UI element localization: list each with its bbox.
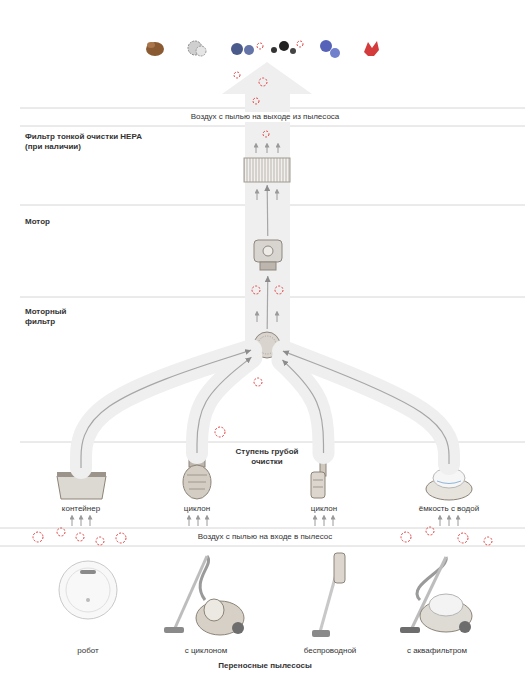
- flow-arrows: [72, 145, 458, 526]
- dust-icons: [146, 40, 379, 58]
- airflow-arrow: [282, 360, 323, 453]
- part-label: робот: [46, 646, 130, 656]
- stage-heading: Ступень грубой очистки: [232, 447, 302, 466]
- component-box: Фильтр тонкой очистки HEPA (при наличии): [243, 157, 291, 183]
- air-channel: [283, 351, 449, 464]
- hepa-filter: [244, 158, 290, 182]
- part-label: с аквафильтром: [392, 646, 482, 656]
- section-heading: Моторный фильтр: [25, 307, 85, 326]
- stage-box: контейнер: [55, 470, 107, 501]
- stage-box: циклон: [307, 455, 340, 501]
- airflow-arrow: [267, 276, 269, 329]
- band-label: Воздух с пылью на входе в пылесос: [195, 532, 336, 542]
- part-label: циклон: [162, 504, 232, 514]
- part-label: с циклоном: [161, 646, 251, 656]
- part-label: беспроводной: [285, 646, 375, 656]
- air-channel: [81, 350, 251, 468]
- air-channel: [222, 62, 312, 347]
- vacuum-box: с аквафильтром: [398, 552, 476, 638]
- air-channel: [197, 357, 251, 453]
- airflow-arrow: [283, 351, 449, 464]
- airflow-arrow: [197, 357, 251, 453]
- vacuum-box: робот: [58, 560, 118, 620]
- cyclone-vacuum: [164, 556, 244, 635]
- vacuum-box: беспроводной: [310, 550, 348, 640]
- stage-box: ёмкость с водой: [424, 466, 474, 501]
- vacuum-box: с циклоном: [163, 553, 249, 639]
- stage-box: циклон: [181, 455, 213, 501]
- caption: Переносные пылесосы: [218, 661, 311, 671]
- component-box: Моторный фильтр: [253, 331, 281, 359]
- dust-particles: [33, 41, 492, 545]
- part-label: циклон: [289, 504, 359, 514]
- part-label: ёмкость с водой: [407, 504, 491, 514]
- part-label: контейнер: [39, 504, 123, 514]
- section-heading: Мотор: [25, 217, 105, 227]
- section-heading: Фильтр тонкой очистки HEPA (при наличии): [25, 132, 150, 151]
- motor-icon: [254, 240, 282, 270]
- band-label: Воздух с пылью на выходе из пылесоса: [188, 112, 343, 122]
- robot-vacuum: [59, 561, 117, 619]
- component-box: Мотор: [251, 238, 285, 274]
- airflow-arrow: [81, 350, 251, 468]
- aquafilter-vacuum: [400, 557, 472, 633]
- cordless-vacuum: [312, 553, 345, 637]
- airflow-arrow: [267, 185, 269, 236]
